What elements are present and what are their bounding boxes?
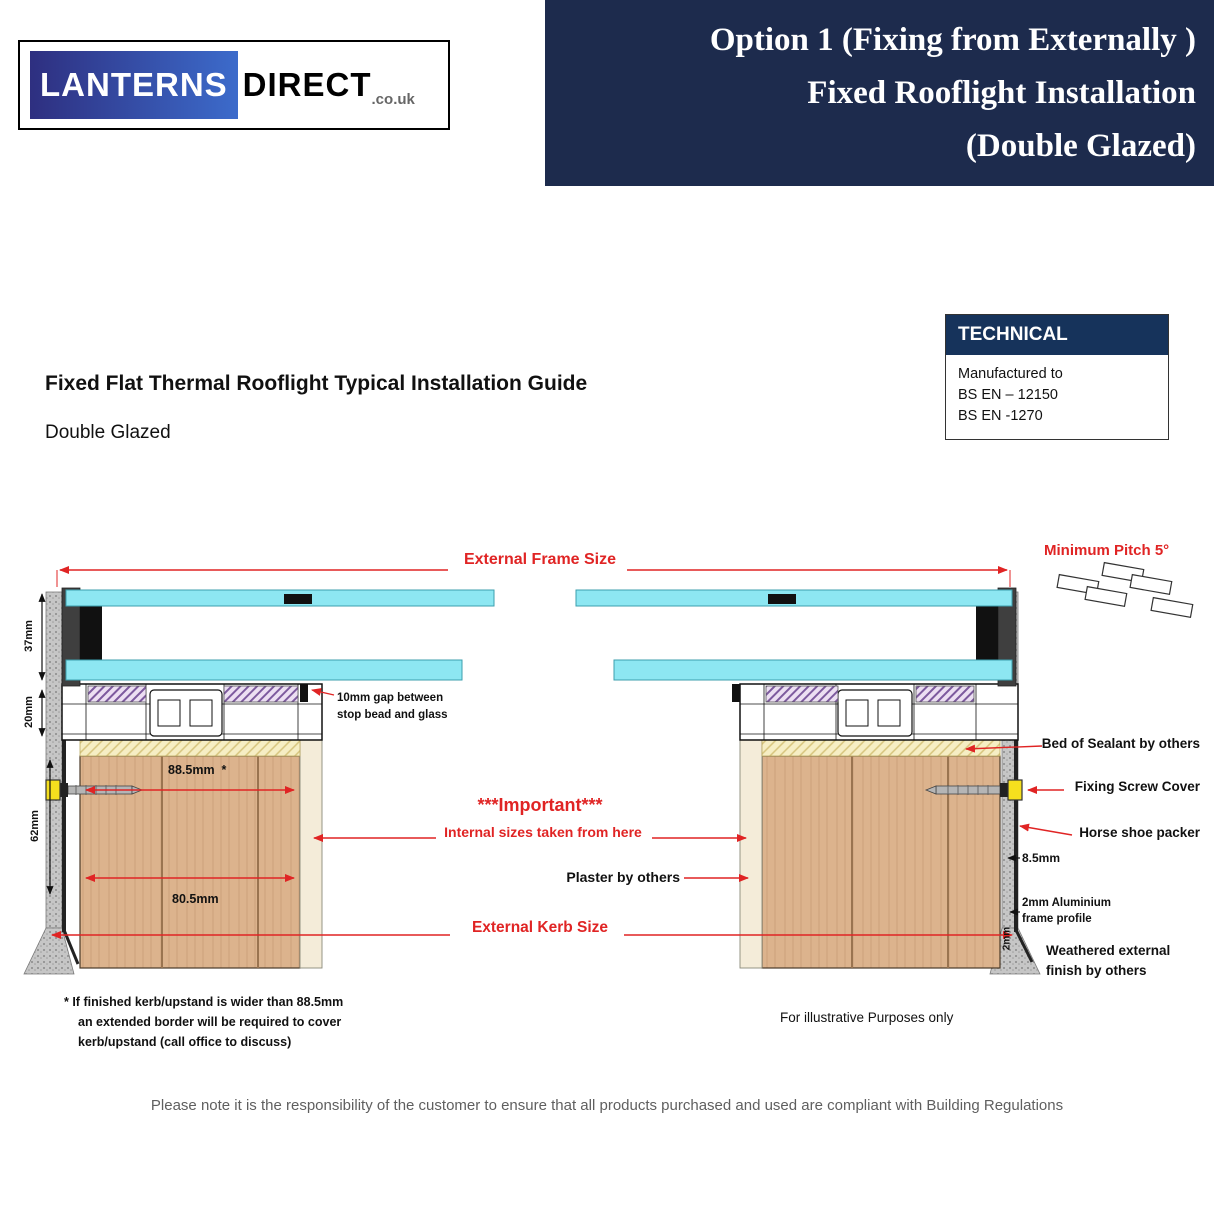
right-screw-cover-cap: [1007, 779, 1023, 801]
left-screw-cover-cap: [45, 779, 61, 801]
weathered-finish-label: Weathered external finish by others: [1046, 941, 1170, 981]
lanterns-direct-logo: LANTERNS DIRECT .co.uk: [18, 40, 450, 130]
dim-8-5mm-label: 8.5mm: [1022, 851, 1061, 865]
dim-2mm-label: 2mm: [1001, 926, 1013, 951]
dim-80-5mm-label: 80.5mm: [172, 892, 219, 906]
left-gasket-inner: [223, 685, 299, 703]
kerb-footnote-line-2: an extended border will be required to c…: [78, 1015, 342, 1029]
kerb-footnote-line-1: * If finished kerb/upstand is wider than…: [64, 995, 344, 1009]
fixing-screw-cover-label: Fixing Screw Cover: [1074, 779, 1200, 794]
right-stop-bead: [732, 684, 740, 702]
gap-note: 10mm gap between stop bead and glass: [337, 690, 448, 724]
left-stop-bead: [300, 684, 308, 702]
red-dimension-lines: [51, 566, 1073, 939]
aluminium-profile-label: 2mm Aluminium frame profile: [1022, 895, 1111, 927]
external-kerb-size-label: External Kerb Size: [471, 919, 609, 936]
right-glazed-unit: [575, 587, 1017, 687]
technical-line-1: Manufactured to: [958, 366, 1063, 382]
left-gasket-outer: [87, 685, 147, 703]
right-gasket-inner: [765, 685, 839, 703]
black-dimension-lines: [38, 593, 1020, 916]
dim-20mm-label: 20mm: [23, 696, 35, 728]
dim-88-5mm-label: 88.5mm *: [168, 763, 227, 777]
minimum-pitch-sketch: [1056, 561, 1194, 619]
minimum-pitch-label: Minimum Pitch 5°: [1044, 542, 1170, 559]
weathered-finish-line-1: Weathered external: [1046, 943, 1171, 958]
logo-text-direct: DIRECT: [242, 66, 372, 103]
technical-box-header: TECHNICAL: [946, 315, 1168, 355]
banner-line-1: Option 1 (Fixing from Externally ): [709, 22, 1196, 58]
left-frame-profile: [61, 683, 323, 741]
gap-note-line-2: stop bead and glass: [337, 709, 448, 721]
gap-note-line-1: 10mm gap between: [337, 692, 444, 704]
dim-62mm-label: 62mm: [29, 810, 41, 842]
option-banner: Option 1 (Fixing from Externally ) Fixed…: [545, 0, 1214, 186]
page-subtitle: Double Glazed: [45, 422, 171, 443]
technical-box-body: Manufactured to BS EN – 12150 BS EN -127…: [946, 355, 1168, 439]
horse-shoe-packer-label: Horse shoe packer: [1079, 825, 1200, 840]
weathered-finish-line-2: finish by others: [1046, 963, 1147, 978]
right-fixing-screw: [924, 779, 1023, 801]
right-gasket-outer: [915, 685, 975, 703]
technical-line-2: BS EN – 12150: [958, 387, 1058, 403]
aluminium-profile-line-2: frame profile: [1022, 913, 1092, 925]
internal-sizes-label: Internal sizes taken from here: [444, 824, 642, 840]
right-frame-profile: [732, 683, 1019, 741]
logo-text-couk: .co.uk: [371, 91, 415, 108]
technical-line-3: BS EN -1270: [958, 408, 1043, 424]
banner-line-3: (Double Glazed): [965, 128, 1196, 164]
kerb-footnote: * If finished kerb/upstand is wider than…: [64, 992, 343, 1052]
banner-line-2: Fixed Rooflight Installation: [807, 75, 1196, 111]
compliance-note: Please note it is the responsibility of …: [150, 1097, 1064, 1114]
bed-of-sealant-label: Bed of Sealant by others: [1041, 736, 1200, 751]
important-label: ***Important***: [477, 795, 603, 815]
left-glazed-unit: [61, 587, 495, 687]
page-title: Fixed Flat Thermal Rooflight Typical Ins…: [45, 372, 588, 395]
right-kerb: [761, 755, 1001, 969]
aluminium-profile-line-1: 2mm Aluminium: [1022, 897, 1112, 909]
right-sealant-bed: [761, 739, 1001, 757]
dim-37mm-label: 37mm: [23, 620, 35, 652]
plaster-label: Plaster by others: [566, 869, 680, 885]
right-2mm-aluminium: [1014, 686, 1034, 963]
left-sealant-bed: [79, 739, 301, 757]
technical-box: TECHNICAL Manufactured to BS EN – 12150 …: [945, 314, 1169, 440]
logo-text-lanterns: LANTERNS: [30, 51, 238, 119]
kerb-footnote-line-3: kerb/upstand (call office to discuss): [78, 1035, 292, 1049]
illustrative-purposes-label: For illustrative Purposes only: [780, 1010, 954, 1025]
external-frame-size-label: External Frame Size: [463, 551, 617, 568]
